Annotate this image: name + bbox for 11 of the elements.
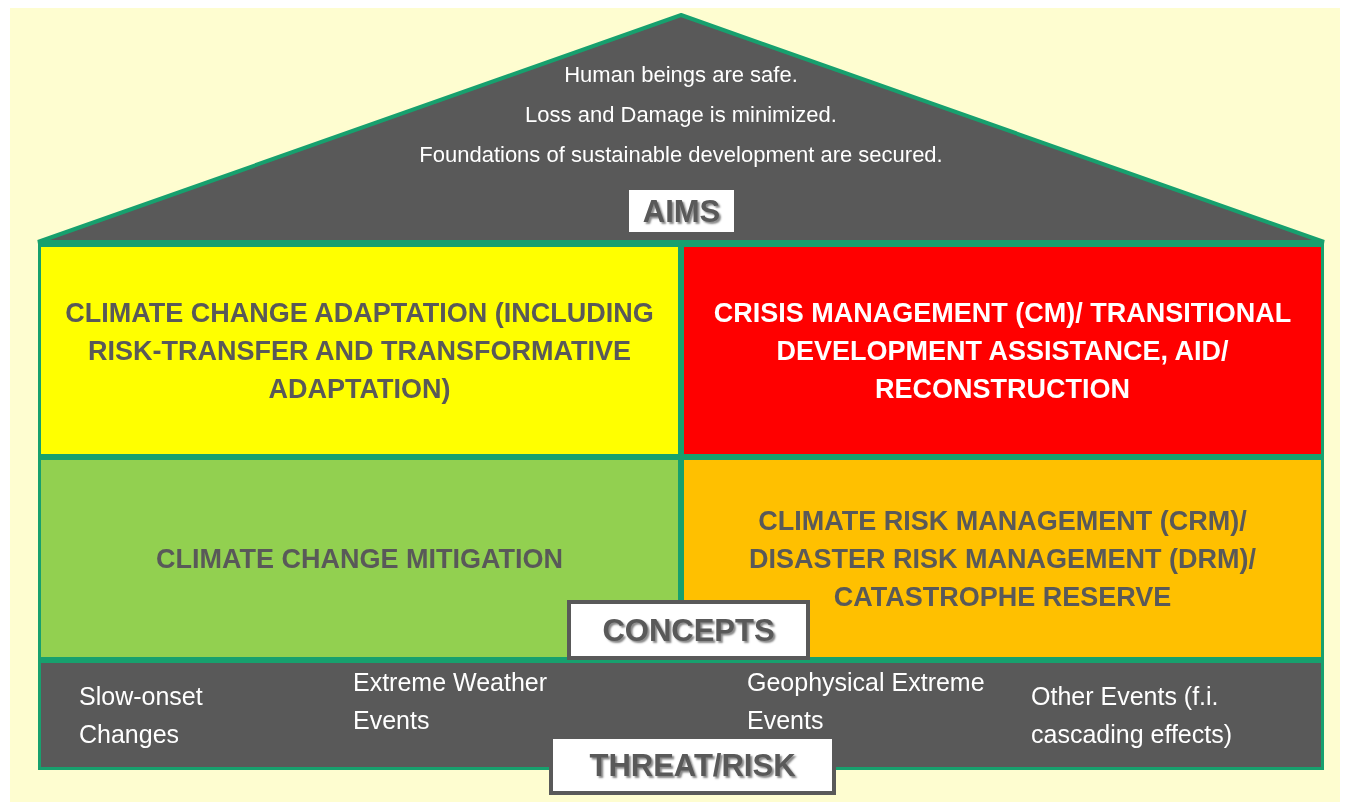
aim-statement: Human beings are safe. [564,61,798,89]
threat-type: Geophysical Extreme Events [747,667,986,736]
roof-triangle [36,13,1326,244]
concepts-tag: CONCEPTS [567,600,810,660]
threat-type: Slow-onset Changes [79,681,204,750]
adaptation-panel: CLIMATE CHANGE ADAPTATION (INCLUDING RISK-TRANSFER AND TRANSFORMATIVE ADAPTATION) [38,244,681,457]
crisis-panel: CRISIS MANAGEMENT (CM)/ TRANSITIONAL DEVELOPMENT ASSISTANCE, AID/ RECONSTRUCTION [681,244,1324,457]
threat-type: Other Events (f.i. cascading effects) [1031,681,1234,750]
threat-type: Extreme Weather Events [353,667,549,736]
aim-statement: Foundations of sustainable development are secured. [419,141,943,169]
aim-statement: Loss and Damage is minimized. [525,101,837,129]
